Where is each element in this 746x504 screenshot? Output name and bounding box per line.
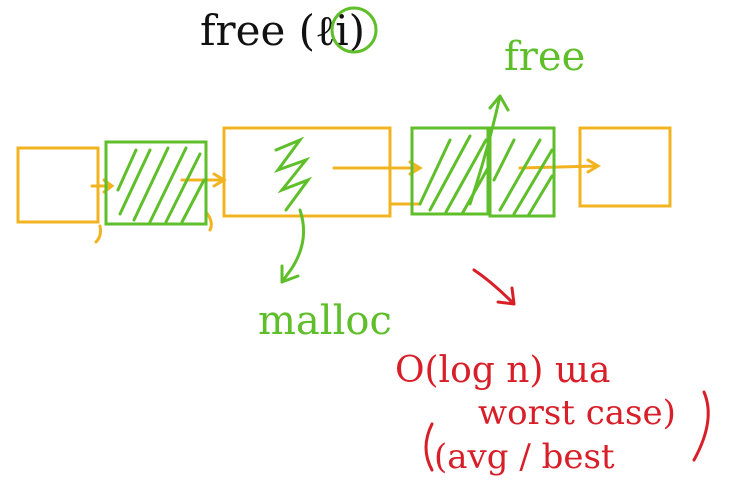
hatch-1 [116, 146, 206, 224]
red-arrow [472, 268, 516, 306]
free-arrow [468, 94, 510, 206]
hatch-squiggle [273, 136, 313, 212]
free-block-3 [488, 126, 556, 218]
complexity-line-2: worst case) [478, 393, 676, 433]
open-paren-bracket [424, 422, 434, 472]
malloc-label: malloc [258, 298, 392, 344]
link-arrow-3 [332, 160, 423, 176]
link-arrow-1 [90, 178, 115, 194]
malloc-arrow [280, 208, 306, 284]
close-paren-bracket [692, 390, 710, 462]
free-block-1 [104, 140, 208, 226]
red-brackets [424, 390, 710, 472]
free-blocks [104, 94, 556, 284]
node-2 [222, 126, 392, 218]
circle-mark [330, 6, 378, 54]
free-label: free [504, 34, 585, 80]
link-arrow-4 [518, 158, 601, 174]
node-1 [16, 146, 100, 224]
complexity-line-1: O(log n) ɯa [395, 350, 611, 391]
complexity-line-3: (avg / best [434, 437, 615, 477]
link-dangle-1 [94, 224, 102, 244]
